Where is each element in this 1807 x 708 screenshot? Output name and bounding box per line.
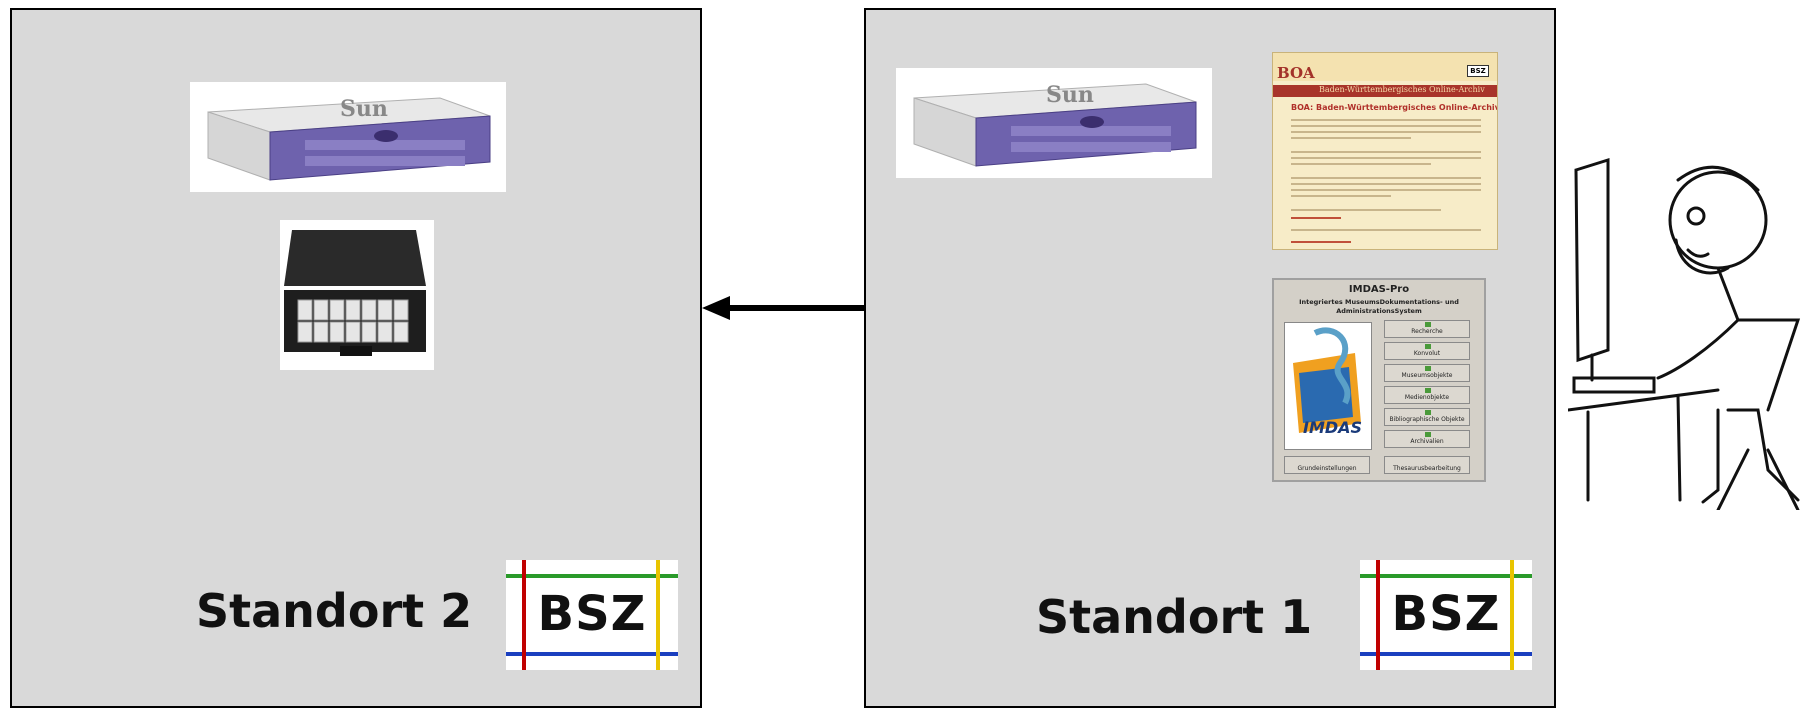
boa-topbar [1273, 53, 1497, 81]
boa-logo: BOA [1277, 64, 1315, 82]
text-line [1291, 195, 1391, 197]
imdas-pro-window: IMDAS-Pro Integriertes MuseumsDokumentat… [1272, 278, 1486, 482]
thesaurusbearbeitung-button[interactable]: Thesaurusbearbeitung [1384, 456, 1470, 474]
bsz-logo-text: BSZ [1391, 586, 1501, 642]
sun-logo: Sun [340, 96, 388, 122]
object-icon [1425, 366, 1431, 371]
arrow-left-icon [702, 296, 866, 320]
imdas-title: IMDAS-Pro [1348, 284, 1410, 295]
text-line [1291, 151, 1481, 153]
text-line [1291, 131, 1481, 133]
text-line [1291, 119, 1481, 121]
sun-server-icon: Sun [896, 68, 1212, 178]
archivalien-button[interactable]: Archivalien [1384, 430, 1470, 448]
user-at-computer-icon [1568, 157, 1801, 510]
boa-webpage-thumbnail: BOA BSZ Baden-Württembergisches Online-A… [1272, 52, 1498, 250]
site-1-label: Standort 1 [1036, 590, 1313, 644]
boa-heading: BOA: Baden-Württembergisches Online-Arch… [1291, 103, 1498, 112]
imdas-logo-text: IMDAS [1303, 418, 1362, 437]
link-line [1291, 241, 1351, 243]
archive-icon [1425, 432, 1431, 437]
bsz-logo-text: BSZ [537, 586, 647, 642]
text-line [1291, 189, 1481, 191]
folder-icon [1425, 344, 1431, 349]
book-icon [1425, 410, 1431, 415]
text-line [1291, 177, 1481, 179]
link-line [1291, 217, 1341, 219]
sun-server-icon: Sun [190, 82, 506, 192]
text-line [1291, 163, 1431, 165]
recherche-button[interactable]: Recherche [1384, 320, 1470, 338]
museumsobjekte-button[interactable]: Museumsobjekte [1384, 364, 1470, 382]
text-line [1291, 183, 1481, 185]
bsz-logo: BSZ [1360, 560, 1532, 670]
text-line [1291, 209, 1441, 211]
medienobjekte-button[interactable]: Medienobjekte [1384, 386, 1470, 404]
grundeinstellungen-button[interactable]: Grundeinstellungen [1284, 456, 1370, 474]
text-line [1291, 229, 1481, 231]
imdas-logo-image: IMDAS [1284, 322, 1372, 450]
bsz-logo: BSZ [506, 560, 678, 670]
sun-logo: Sun [1046, 82, 1094, 108]
site-2-panel: Sun Standort 2 BSZ [10, 8, 702, 708]
boa-banner-text: Baden-Württembergisches Online-Archiv [1319, 85, 1485, 94]
tape-case-icon [280, 220, 434, 370]
media-icon [1425, 388, 1431, 393]
search-icon [1425, 322, 1431, 327]
text-line [1291, 157, 1481, 159]
bibliographische-objekte-button[interactable]: Bibliographische Objekte [1384, 408, 1470, 426]
konvolut-button[interactable]: Konvolut [1384, 342, 1470, 360]
imdas-subtitle: Integriertes MuseumsDokumentations- und … [1299, 298, 1459, 315]
site-2-label: Standort 2 [196, 584, 473, 638]
boa-banner: Baden-Württembergisches Online-Archiv [1273, 85, 1497, 97]
text-line [1291, 137, 1411, 139]
text-line [1291, 125, 1481, 127]
boa-bsz-badge: BSZ [1467, 65, 1489, 77]
